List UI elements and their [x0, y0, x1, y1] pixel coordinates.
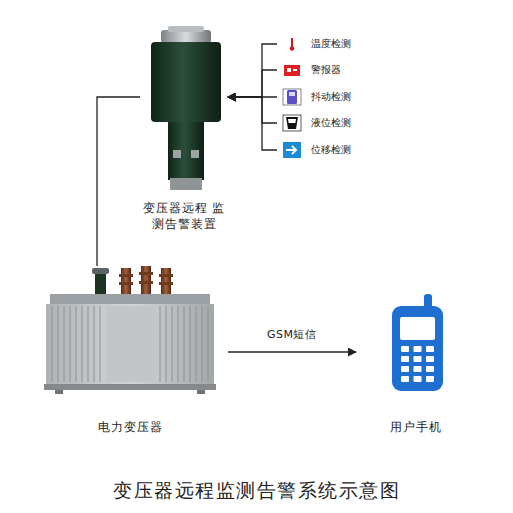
bushing-ring	[139, 272, 153, 275]
connector	[228, 351, 356, 352]
alarm-icon-mark	[293, 69, 297, 71]
monitor-device-illustration	[151, 26, 221, 190]
sensor-item: 液位检测	[277, 112, 387, 134]
transformer-illustration	[44, 266, 216, 394]
phone-key	[426, 376, 434, 382]
bushing-ring	[139, 281, 153, 284]
icon-frame	[283, 89, 301, 105]
thermometer-bulb	[290, 46, 294, 50]
user-phone: 用户手机	[368, 292, 464, 435]
tank-base	[44, 384, 216, 390]
phone-key	[414, 346, 422, 352]
edge-label: GSM短信	[267, 327, 317, 342]
vibration-icon	[287, 90, 297, 104]
device-cylinder	[151, 42, 221, 122]
phone-key	[401, 366, 409, 372]
connector	[228, 97, 277, 150]
node-label: 抖动检测	[311, 91, 351, 103]
connector	[228, 97, 277, 123]
bushing-ring	[119, 282, 133, 285]
tank-foot	[197, 390, 205, 394]
sensor-item: 警报器	[277, 59, 387, 81]
sensor-item: 抖动检测	[277, 86, 387, 108]
displacement-arrow	[286, 146, 296, 154]
device-window	[173, 150, 181, 158]
phone-key	[401, 376, 409, 382]
phone-screen	[400, 317, 435, 340]
alarm-icon	[284, 65, 300, 76]
connector	[228, 70, 277, 97]
displacement-icon	[283, 142, 301, 158]
node-label: 变压器远程 监测告警装置	[140, 200, 228, 232]
icon-frame	[285, 37, 299, 51]
phone-key	[426, 366, 434, 372]
device-base	[170, 178, 202, 190]
device-pole	[168, 122, 204, 180]
tank-cover	[50, 294, 210, 304]
power-transformer: 电力变压器	[40, 266, 220, 435]
conservator-cap	[92, 268, 109, 274]
node-label: 警报器	[311, 64, 341, 76]
level-cup-icon	[286, 117, 298, 129]
phone-key	[401, 356, 409, 362]
bushing-ring	[159, 274, 173, 277]
tank-body	[46, 304, 214, 384]
connector	[228, 96, 277, 97]
figure-caption: 变压器远程监测告警系统示意图	[0, 478, 513, 504]
node-label: 用户手机	[390, 419, 442, 435]
alarm-icon-mark	[287, 68, 291, 72]
phone-key	[414, 366, 422, 372]
phone-key	[414, 356, 422, 362]
icon-frame	[283, 115, 301, 131]
thermometer-icon	[291, 38, 293, 47]
tank-front	[106, 306, 154, 382]
connector	[97, 97, 140, 266]
monitor-device: 变压器远程 监测告警装置	[140, 24, 228, 232]
sensor-item: 位移检测	[277, 139, 387, 161]
bushing-ring	[119, 274, 133, 277]
device-window	[191, 150, 199, 158]
sensor-icons	[283, 37, 301, 158]
node-label: 位移检测	[311, 144, 351, 156]
sensor-item: 温度检测	[277, 33, 387, 55]
phone-key	[426, 356, 434, 362]
phone-key	[414, 376, 422, 382]
tank-foot	[55, 390, 63, 394]
phone-key	[401, 346, 409, 352]
vibration-icon-screen	[289, 92, 295, 96]
phone-body	[392, 306, 443, 391]
cooling-fins	[52, 306, 208, 382]
connector	[228, 44, 277, 97]
node-label: 电力变压器	[98, 419, 163, 435]
level-cup-empty	[288, 119, 296, 123]
node-label: 液位检测	[311, 117, 351, 129]
phone-illustration	[392, 294, 443, 391]
device-cap-top	[168, 26, 204, 32]
phone-key	[426, 346, 434, 352]
node-label: 温度检测	[311, 38, 351, 50]
bushing-ring	[159, 282, 173, 285]
phone-keypad	[401, 346, 434, 382]
